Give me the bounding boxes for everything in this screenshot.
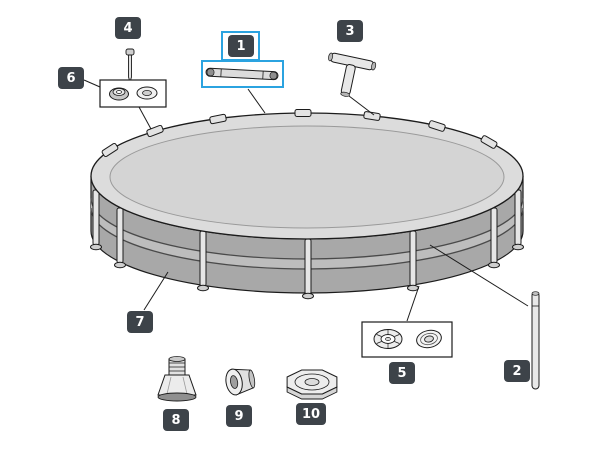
pool-rim-tabs <box>101 109 498 158</box>
part-badge-8[interactable]: 8 <box>163 409 189 431</box>
part-badge-6[interactable]: 6 <box>58 67 84 89</box>
part-drain-valve <box>157 356 197 402</box>
callout-line-part6-pool <box>138 106 152 130</box>
pool-liner-edge <box>109 125 505 229</box>
callout-line-part2 <box>429 244 529 307</box>
part-badge-10[interactable]: 10 <box>296 403 326 425</box>
part-cap-and-washer-set <box>361 321 453 358</box>
callout-line-part1 <box>247 88 266 114</box>
part-badge-3[interactable]: 3 <box>337 20 363 42</box>
part-t-connector <box>328 52 377 97</box>
part-badge-1[interactable]: 1 <box>228 35 254 57</box>
selection-box-part <box>201 60 284 88</box>
part-drain-cap <box>286 369 338 400</box>
part-badge-9[interactable]: 9 <box>226 405 252 427</box>
callout-lines <box>83 79 529 322</box>
callout-line-part7 <box>143 271 169 311</box>
callout-line-part6 <box>83 79 101 88</box>
part-drain-fitting <box>225 368 256 396</box>
pool-legs <box>90 189 524 300</box>
part-badge-7[interactable]: 7 <box>127 311 153 333</box>
part-badge-5[interactable]: 5 <box>389 362 415 384</box>
callout-line-part5 <box>406 285 420 322</box>
part-locking-pin <box>125 48 135 84</box>
part-seal-washer-set <box>99 79 167 108</box>
part-badge-4[interactable]: 4 <box>115 17 141 39</box>
pool-illustration <box>90 109 524 300</box>
part-badge-2[interactable]: 2 <box>504 360 530 382</box>
part-top-rail[interactable] <box>205 67 279 81</box>
part-leg-pipe <box>531 291 540 390</box>
callout-line-part3 <box>348 95 375 116</box>
